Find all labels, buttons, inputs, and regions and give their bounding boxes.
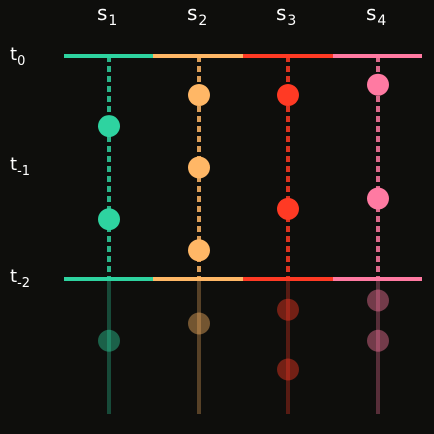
past-event-dot-s3-1 xyxy=(277,298,299,321)
event-dot-s4-2 xyxy=(367,187,389,210)
stream-label-s2: s2 xyxy=(187,1,207,29)
time-label-middle: t-1 xyxy=(10,154,30,179)
labels: s1 s2 s3 s4 t0 t-1 t-2 xyxy=(10,1,386,291)
time-label-bottom: t-2 xyxy=(10,266,30,291)
event-dot-s3-1 xyxy=(277,84,299,107)
past-event-dot-s4-2 xyxy=(367,329,389,352)
event-dot-s2-2 xyxy=(188,156,210,179)
event-dot-s1-2 xyxy=(98,208,120,231)
past-event-dot-s3-2 xyxy=(277,358,299,381)
event-dot-s3-2 xyxy=(277,197,299,220)
stream-label-s1: s1 xyxy=(97,1,117,29)
event-dots xyxy=(98,73,389,381)
time-bars xyxy=(64,54,422,281)
stream-label-s3: s3 xyxy=(276,1,296,29)
past-event-dot-s2-1 xyxy=(188,312,210,335)
event-dot-s1-1 xyxy=(98,115,120,138)
past-event-dot-s1-1 xyxy=(98,329,120,352)
past-event-dot-s4-1 xyxy=(367,289,389,312)
stream-label-s4: s4 xyxy=(366,1,386,29)
event-dot-s2-1 xyxy=(188,84,210,107)
time-label-top: t0 xyxy=(10,44,25,69)
stream-lines xyxy=(107,56,380,414)
event-dot-s2-3 xyxy=(188,239,210,262)
event-dot-s4-1 xyxy=(367,73,389,96)
